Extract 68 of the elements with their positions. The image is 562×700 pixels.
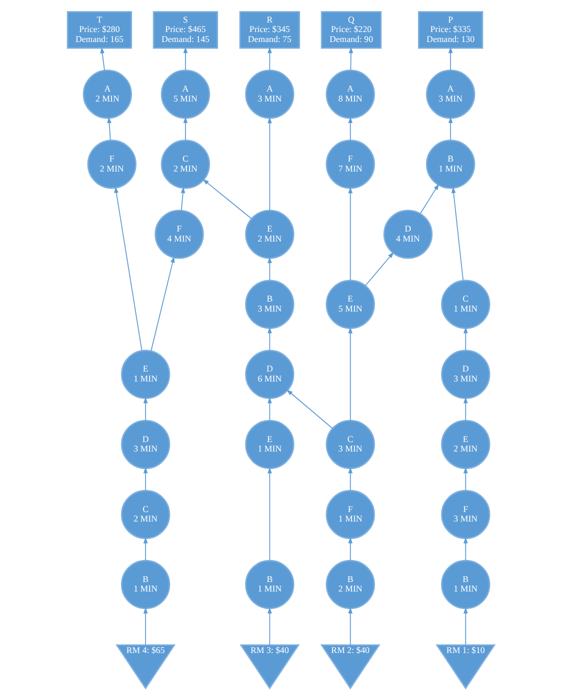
node-circle: C 2 MIN <box>120 490 170 540</box>
node-circle: A 5 MIN <box>160 70 210 119</box>
node-circle: F 4 MIN <box>154 210 204 259</box>
arrow <box>150 256 175 352</box>
arrow <box>114 186 142 351</box>
arrow <box>463 607 468 646</box>
arrow <box>463 326 468 351</box>
node-circle: E 5 MIN <box>326 280 375 329</box>
node-box: P Price: $335 Demand: 130 <box>418 11 484 49</box>
node-circle: E 1 MIN <box>245 420 294 470</box>
node-circle: A 8 MIN <box>326 70 375 119</box>
arrow <box>268 256 272 281</box>
arrow <box>348 116 353 141</box>
arrow <box>448 116 453 141</box>
arrow <box>365 252 394 286</box>
node-circle: B 1 MIN <box>120 560 170 610</box>
node-box: T Price: $280 Demand: 165 <box>66 11 132 49</box>
node-circle: B 3 MIN <box>245 280 294 329</box>
node-circle: B 1 MIN <box>245 560 294 610</box>
arrow <box>348 46 354 70</box>
node-circle: B 1 MIN <box>426 140 476 189</box>
arrow <box>183 116 188 141</box>
arrow <box>463 397 468 421</box>
node-circle: E 2 MIN <box>245 210 294 259</box>
arrow <box>286 390 333 429</box>
arrow <box>348 327 353 421</box>
arrow <box>463 537 468 561</box>
node-circle: F 3 MIN <box>441 490 490 540</box>
arrow <box>268 607 272 646</box>
node-circle: E 1 MIN <box>120 350 170 399</box>
node-circle: A 3 MIN <box>245 70 294 119</box>
arrow <box>348 187 353 281</box>
arrow <box>143 467 148 491</box>
node-circle: F 1 MIN <box>326 490 375 540</box>
arrow <box>183 46 188 70</box>
node-box: S Price: $465 Demand: 145 <box>152 11 218 49</box>
arrow <box>268 116 272 211</box>
arrow <box>180 186 186 211</box>
arrow <box>463 467 468 491</box>
arrow <box>348 537 353 561</box>
arrow <box>451 186 464 281</box>
arrow <box>348 467 353 491</box>
arrow <box>143 397 148 421</box>
node-box: R Price: $345 Demand: 75 <box>239 11 300 49</box>
node-circle: E 2 MIN <box>441 420 490 470</box>
arrow <box>100 47 105 71</box>
arrow <box>348 607 353 646</box>
arrow <box>143 607 148 646</box>
node-circle: B 1 MIN <box>441 560 490 610</box>
node-circle: D 3 MIN <box>120 420 170 470</box>
arrow <box>268 397 272 421</box>
node-circle: A 2 MIN <box>82 70 132 119</box>
arrow <box>420 184 439 214</box>
node-box: Q Price: $220 Demand: 90 <box>320 11 382 49</box>
node-circle: F 7 MIN <box>326 140 375 189</box>
arrow <box>107 116 112 141</box>
arrow <box>202 179 252 220</box>
node-circle: A 3 MIN <box>426 70 476 119</box>
node-circle: B 2 MIN <box>326 560 375 610</box>
arrow <box>268 326 272 351</box>
arrow <box>268 467 272 561</box>
arrow <box>448 46 453 70</box>
node-circle: F 2 MIN <box>87 140 136 189</box>
arrow <box>143 537 148 561</box>
arrow <box>268 46 272 70</box>
node-circle: D 3 MIN <box>441 350 490 399</box>
node-circle: C 3 MIN <box>326 420 375 470</box>
node-circle: C 1 MIN <box>441 280 490 329</box>
